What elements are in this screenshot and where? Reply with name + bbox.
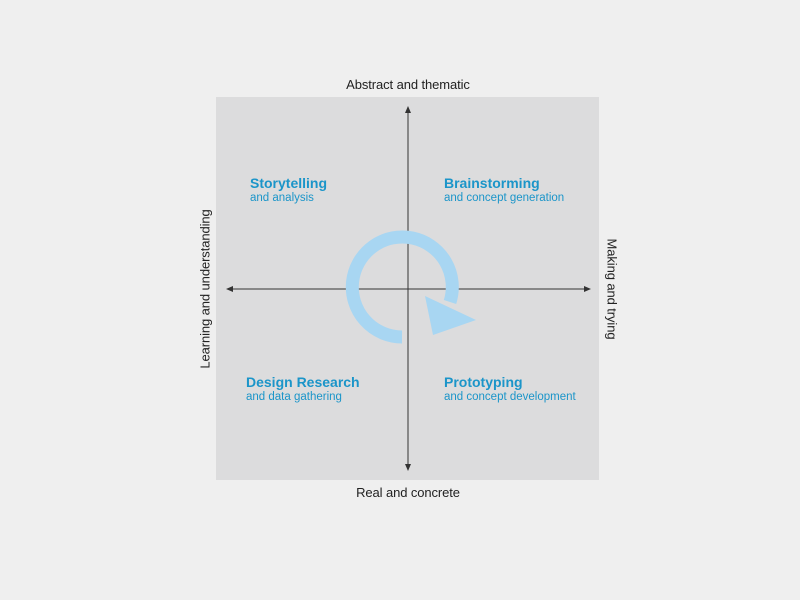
arrowhead-left-icon xyxy=(226,286,233,292)
quadrant-subtitle: and concept generation xyxy=(444,191,565,204)
quadrant-title: Brainstorming xyxy=(444,175,540,191)
quadrant-design-research: Design Research and data gathering xyxy=(246,374,360,405)
arrowhead-down-icon xyxy=(405,464,411,471)
clockwise-cycle-arrow-icon xyxy=(345,230,476,344)
quadrant-subtitle: and analysis xyxy=(250,191,314,204)
cycle-arc xyxy=(345,230,459,344)
quadrant-title: Design Research xyxy=(246,374,360,390)
quadrant-title: Storytelling xyxy=(250,175,328,191)
axis-label-top: Abstract and thematic xyxy=(346,77,470,92)
quadrant-title: Prototyping xyxy=(444,374,523,390)
quadrant-brainstorming: Brainstorming and concept generation xyxy=(444,175,564,206)
cycle-arrowhead-icon xyxy=(425,296,476,335)
axis-lines xyxy=(226,106,591,471)
arrowhead-up-icon xyxy=(405,106,411,113)
quadrant-storytelling: Storytelling and analysis xyxy=(250,175,327,206)
quadrant-subtitle: and concept development xyxy=(444,390,576,403)
axis-label-bottom: Real and concrete xyxy=(356,485,460,500)
arrowhead-right-icon xyxy=(584,286,591,292)
quadrant-prototyping: Prototyping and concept development xyxy=(444,374,576,405)
quadrant-subtitle: and data gathering xyxy=(246,390,342,403)
